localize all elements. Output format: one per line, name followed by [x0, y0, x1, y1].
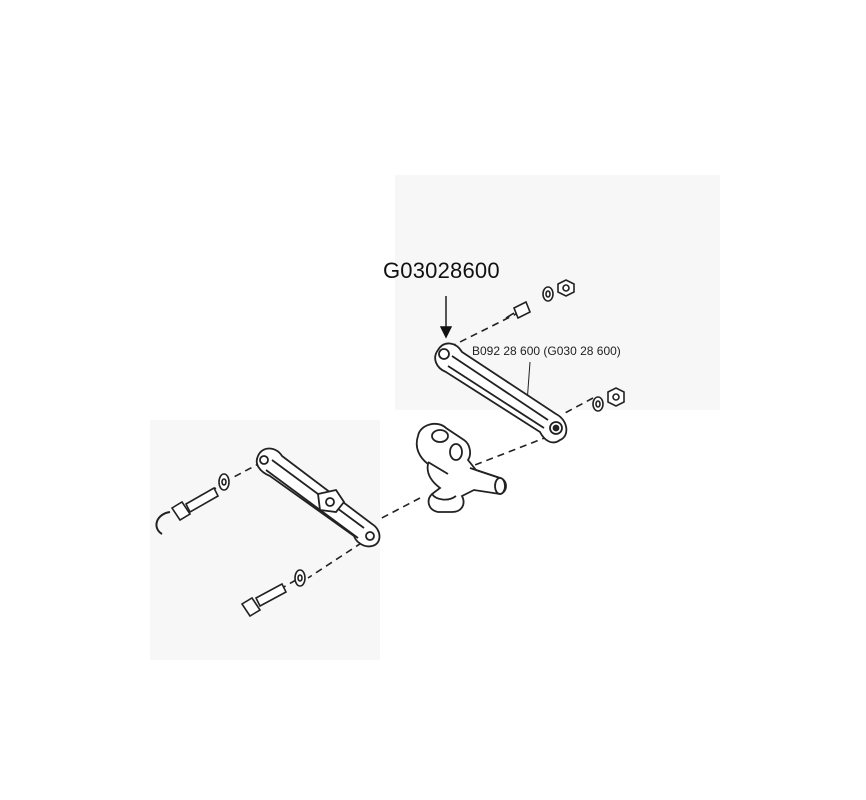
upper-bolt-set [505, 279, 575, 320]
lower-control-arm [255, 447, 381, 548]
steering-knuckle [415, 422, 507, 513]
part-number-label: G03028600 [383, 258, 500, 283]
upper-control-arm [434, 342, 568, 444]
scan-background [150, 175, 720, 660]
right-nut-set [592, 387, 625, 412]
left-bolt-set [170, 473, 230, 522]
lower-bolt-set [240, 569, 306, 618]
part-cross-reference-label: B092 28 600 (G030 28 600) [472, 344, 621, 358]
callout-arrow [439, 296, 453, 339]
snap-clip [155, 511, 171, 535]
